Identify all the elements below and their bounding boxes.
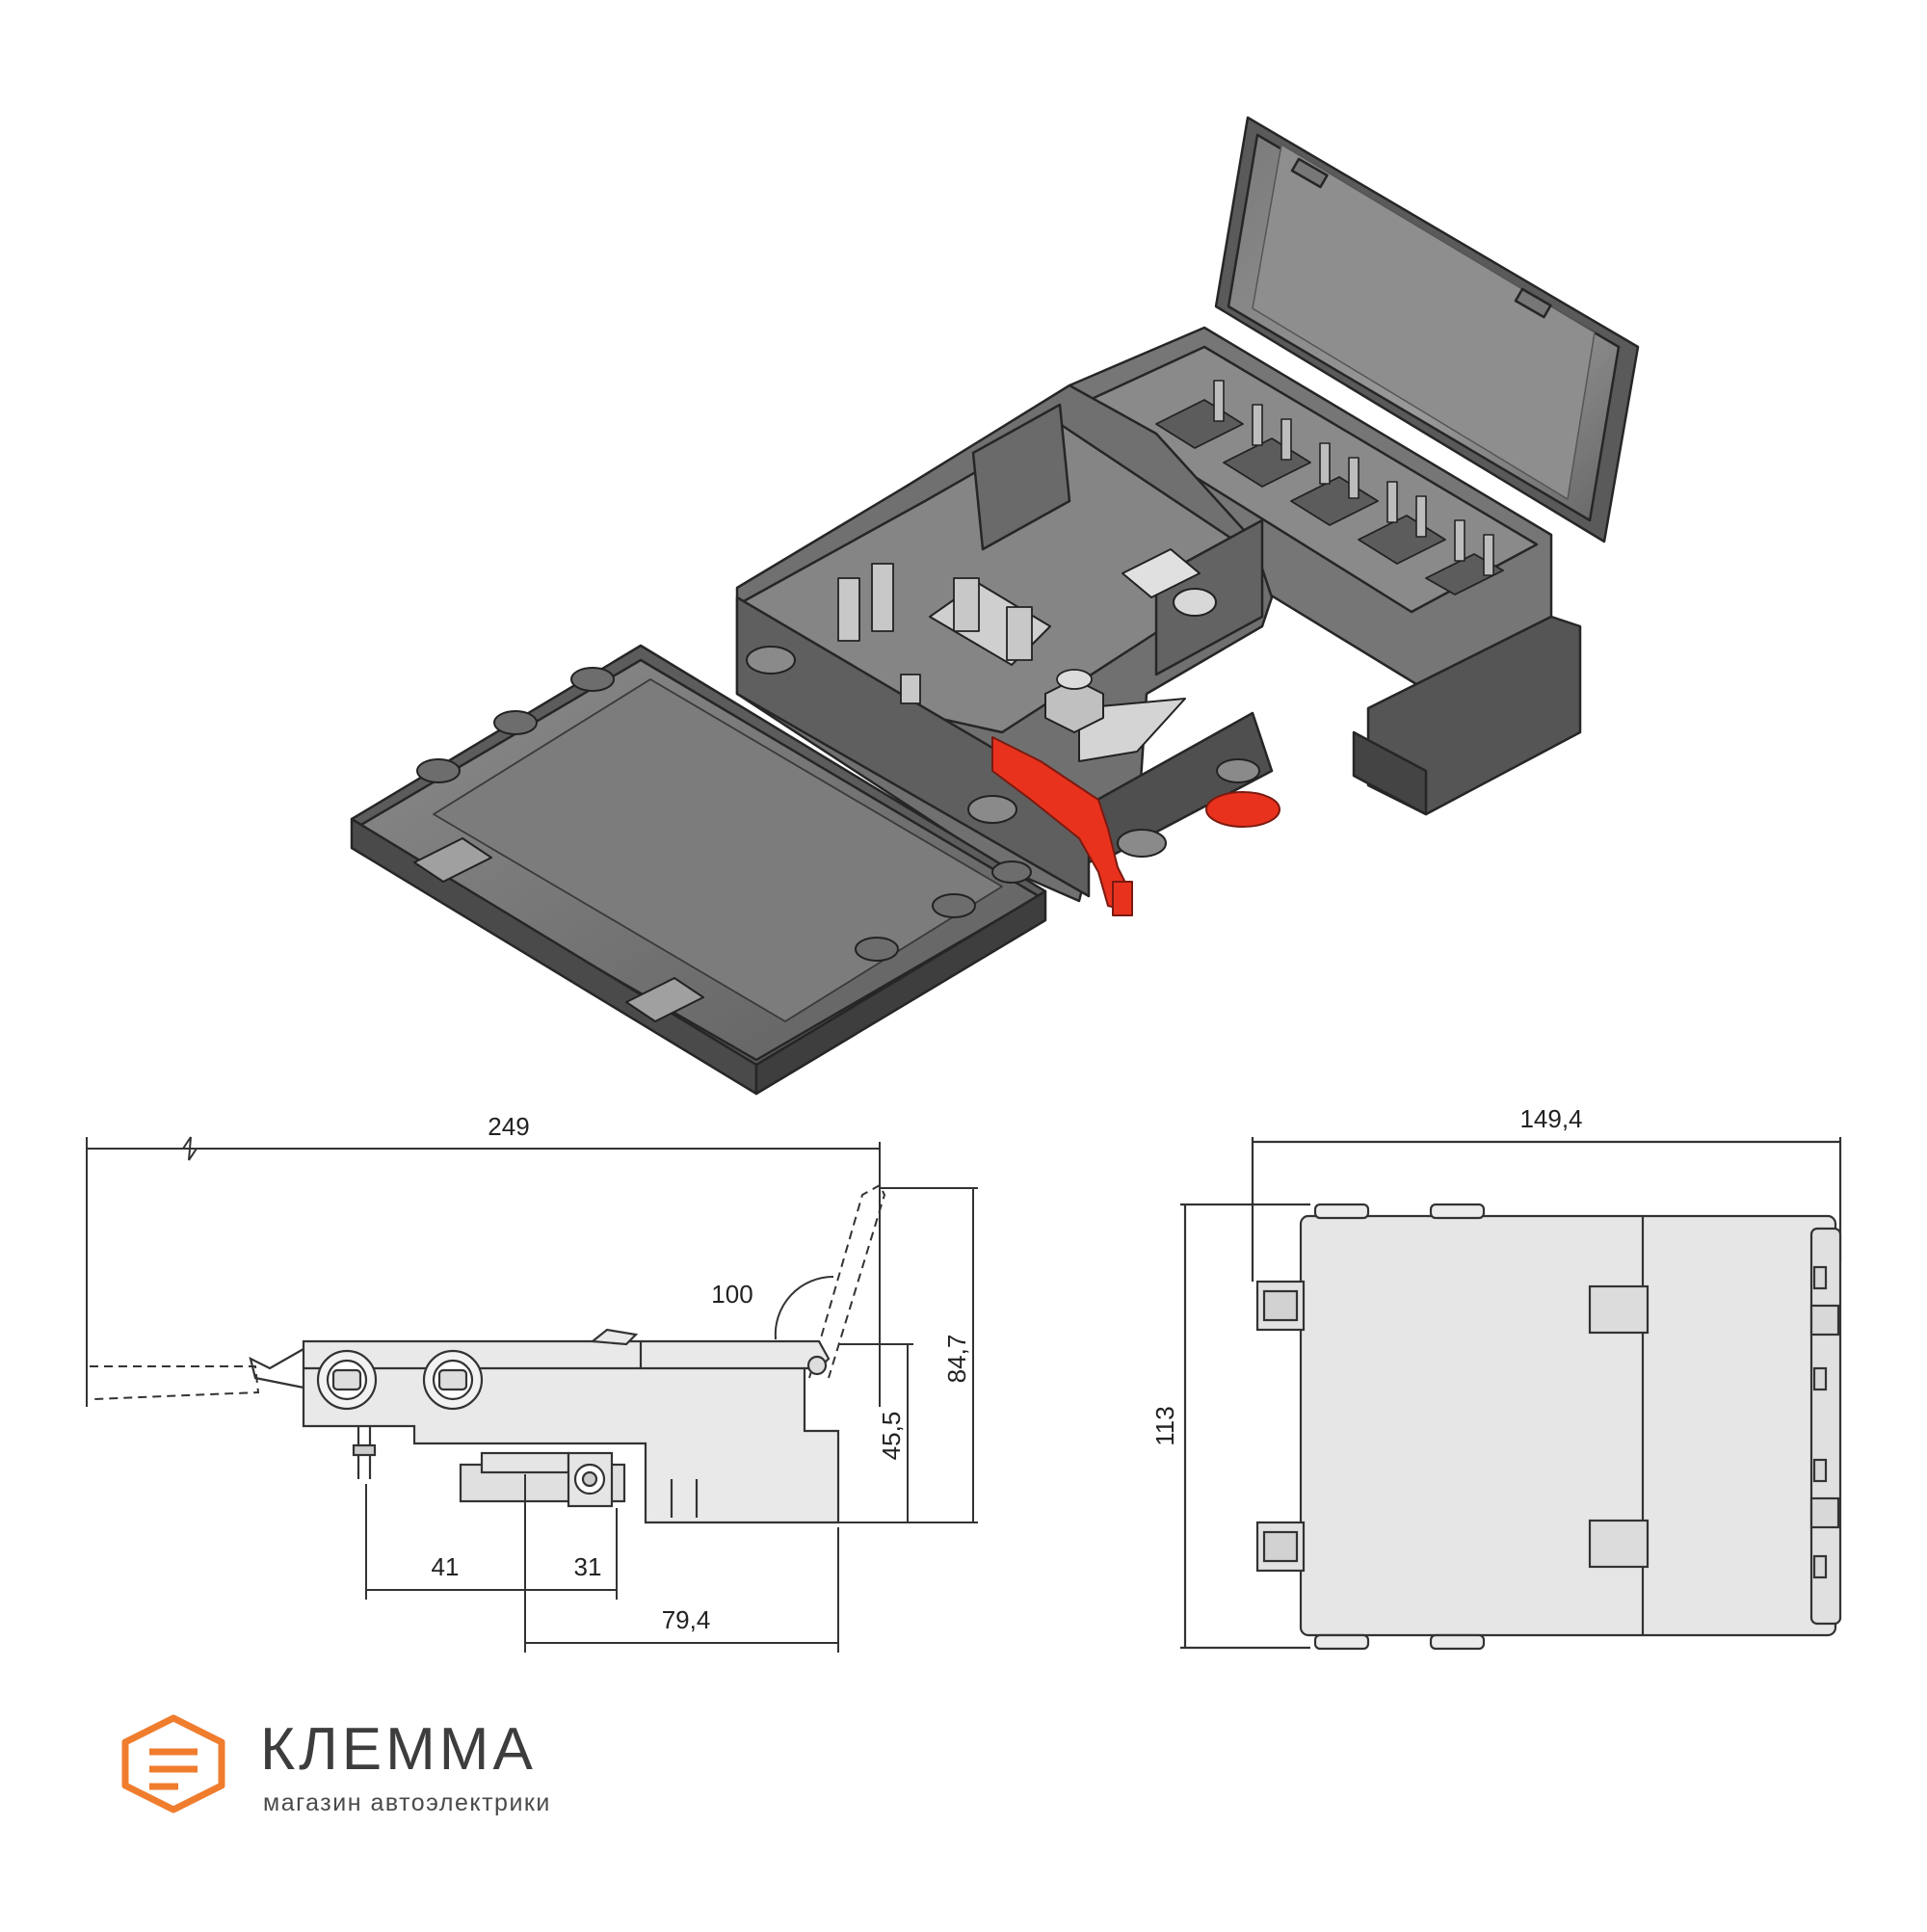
- side-view-drawing: [86, 1136, 978, 1653]
- cable-glands: [746, 646, 1260, 858]
- dim-text-base-height: 45,5: [877, 1412, 906, 1461]
- dim-text-a: 41: [432, 1552, 460, 1581]
- main-terminal-nut: [1044, 669, 1104, 733]
- top-view-drawing: [1180, 1137, 1842, 1651]
- fuse-terminals: [1213, 380, 1494, 576]
- dim-text-total-height: 84,7: [942, 1335, 971, 1384]
- lower-lid: [350, 644, 1047, 1096]
- isometric-view: [350, 116, 1640, 1096]
- dim-text-overall-length: 249: [488, 1112, 529, 1141]
- dim-text-lid-angle: 100: [711, 1280, 752, 1309]
- brand-logo-icon: [121, 1714, 225, 1813]
- brand-tagline: магазин автоэлектрики: [263, 1789, 551, 1816]
- terminal-studs: [837, 563, 1033, 704]
- side-body-outline: [249, 1328, 840, 1524]
- main-housing: [735, 384, 1280, 916]
- dim-text-b: 31: [574, 1552, 602, 1581]
- brand-name: КЛЕММА: [260, 1716, 537, 1783]
- dim-text-width: 149,4: [1519, 1104, 1582, 1133]
- upper-lid: [1214, 116, 1640, 543]
- dim-text-c: 79,4: [662, 1605, 711, 1634]
- dim-text-depth: 113: [1150, 1406, 1179, 1445]
- lid-cable-cutouts: [416, 667, 1032, 962]
- lid-latches: [413, 837, 704, 1022]
